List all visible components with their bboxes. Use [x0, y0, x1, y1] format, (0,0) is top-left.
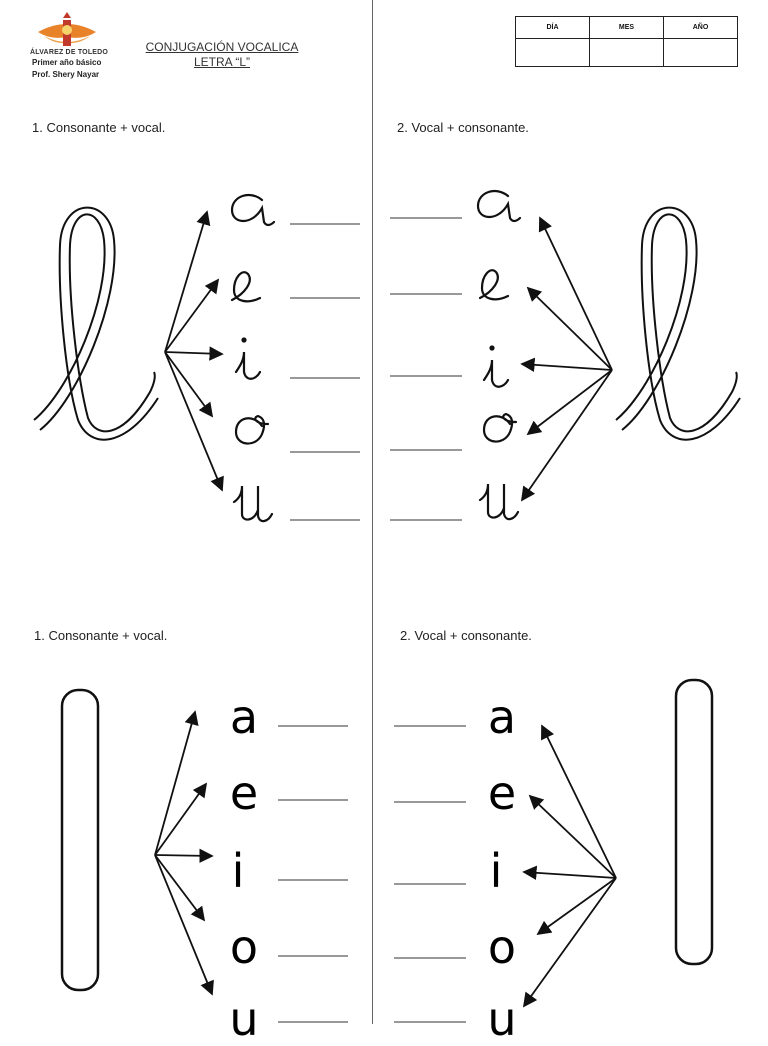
cursive-a-left	[230, 193, 276, 227]
cursive-o-left	[234, 414, 270, 445]
worksheet-title: CONJUGACIÓN VOCALICA LETRA “L”	[138, 40, 306, 70]
cursive-u-left	[232, 485, 274, 523]
print-vowel-a-right: a	[487, 690, 517, 744]
grade-label: Primer año básico	[32, 58, 102, 67]
print-vowel-u-right: u	[487, 992, 517, 1046]
cursive-e-left	[230, 271, 262, 303]
cursive-vowels-top-left	[230, 193, 276, 523]
arrows-top-right	[520, 216, 613, 502]
print-vowel-i-left: i	[231, 844, 245, 898]
school-name: ÁLVAREZ DE TOLEDO	[30, 49, 109, 56]
cursive-vowels-top-right	[476, 189, 522, 521]
print-l-outline-right	[674, 678, 714, 966]
date-header-year: AÑO	[663, 16, 738, 39]
cursive-o-right	[482, 412, 518, 443]
cursive-a-right	[476, 189, 522, 223]
school-logo	[38, 12, 96, 46]
answer-blanks-bottom-right	[394, 725, 466, 1023]
instruction-top-left: 1. Consonante + vocal.	[32, 120, 166, 135]
print-vowel-e-right: e	[487, 766, 517, 820]
cursive-u-right	[478, 483, 520, 521]
instruction-top-right: 2. Vocal + consonante.	[397, 120, 529, 135]
title-line-2: LETRA “L”	[193, 55, 250, 69]
cursive-i-right	[482, 359, 510, 388]
title-line-1: CONJUGACIÓN VOCALICA	[145, 40, 299, 54]
teacher-label: Prof. Shery Nayar	[32, 70, 100, 79]
cursive-l-outline-left	[33, 206, 159, 441]
print-vowel-o-right: o	[487, 920, 517, 974]
arrows-bottom-right	[522, 724, 617, 1008]
print-vowel-o-left: o	[229, 920, 259, 974]
print-vowel-i-right: i	[489, 844, 503, 898]
print-l-outline-left	[60, 688, 100, 992]
instruction-bottom-right: 2. Vocal + consonante.	[400, 628, 532, 643]
cursive-e-right	[478, 269, 510, 301]
print-vowel-a-left: a	[229, 690, 259, 744]
cursive-i-left	[234, 351, 262, 380]
arrows-top-left	[164, 210, 224, 492]
date-table: DÍA MES AÑO	[515, 16, 738, 67]
print-vowel-e-left: e	[229, 766, 259, 820]
answer-blanks-top-right	[390, 217, 462, 521]
instruction-bottom-left: 1. Consonante + vocal.	[34, 628, 168, 643]
center-divider	[372, 0, 373, 1024]
cursive-l-outline-right	[615, 206, 741, 441]
print-vowel-u-left: u	[229, 992, 259, 1046]
arrows-bottom-left	[154, 710, 214, 996]
date-field-year[interactable]	[663, 38, 738, 67]
answer-blanks-top-left	[290, 223, 360, 521]
exercise-drawings	[33, 189, 741, 1023]
answer-blanks-bottom-left	[278, 725, 348, 1023]
